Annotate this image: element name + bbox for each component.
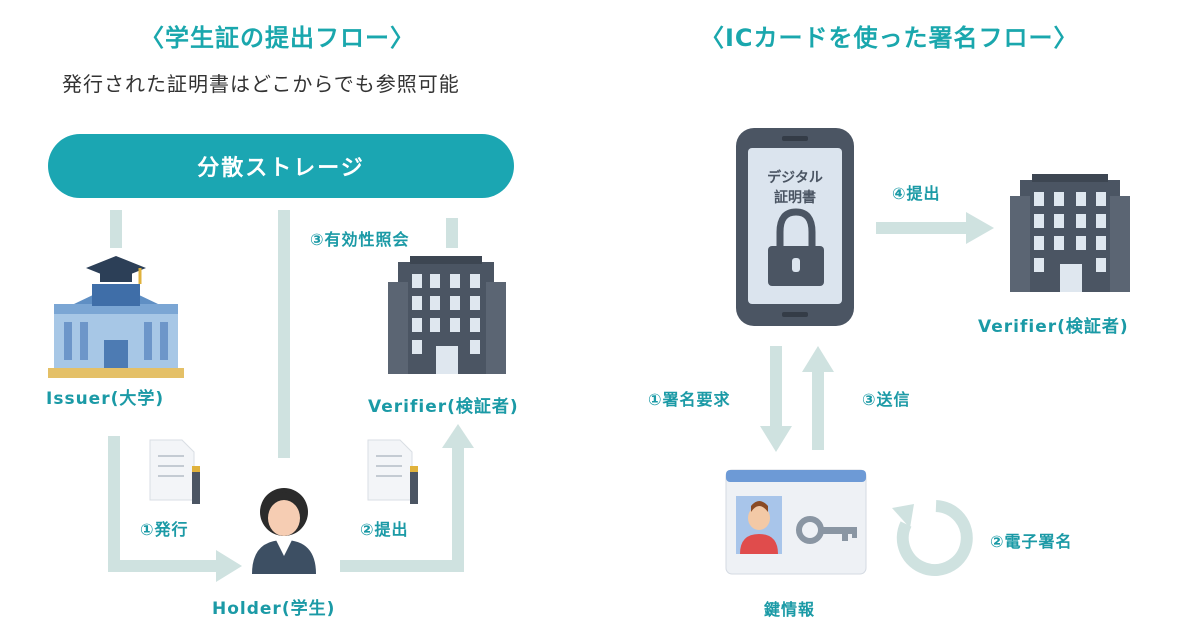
smartphone-icon	[736, 128, 854, 326]
university-building-icon	[48, 256, 184, 378]
lock-icon	[768, 208, 824, 286]
right-title: 〈ICカードを使った署名フロー〉	[700, 24, 1079, 52]
phone-text-line2: 証明書	[774, 190, 816, 206]
step-submit-label: ②提出	[360, 520, 409, 539]
issue-arrow	[108, 436, 242, 582]
distributed-storage-bar: 分散ストレージ	[48, 134, 514, 198]
submit-arrow-right	[876, 212, 994, 244]
certificate-document-icon	[149, 439, 200, 504]
submit-arrow	[340, 424, 474, 572]
step-e-sign-label: ②電子署名	[990, 532, 1073, 551]
left-subtitle: 発行された証明書はどこからでも参照可能	[62, 72, 460, 96]
verifier-label-right: Verifier(検証者)	[978, 317, 1129, 337]
send-arrow	[802, 346, 834, 450]
office-building-icon	[1010, 174, 1130, 292]
step-verify-label: ③有効性照会	[310, 230, 410, 249]
holder-label: Holder(学生)	[212, 599, 336, 619]
key-icon	[796, 516, 857, 544]
student-avatar-icon	[252, 488, 316, 574]
office-building-icon	[388, 256, 506, 374]
issuer-label: Issuer(大学)	[46, 389, 165, 409]
storage-connectors	[110, 210, 458, 458]
phone-screen-text: デジタル 証明書	[748, 168, 842, 208]
circular-arrow-icon	[892, 500, 973, 576]
ic-card-icon	[725, 469, 867, 575]
step-issue-label: ①発行	[140, 520, 189, 539]
step-send-label: ③送信	[862, 390, 911, 409]
sign-request-arrow	[760, 346, 792, 452]
left-title: 〈学生証の提出フロー〉	[140, 24, 415, 52]
verifier-label-left: Verifier(検証者)	[368, 397, 519, 417]
step-sign-request-label: ①署名要求	[648, 390, 731, 409]
phone-text-line1: デジタル	[767, 170, 823, 186]
key-info-label: 鍵情報	[764, 600, 816, 619]
certificate-document-icon	[367, 439, 418, 504]
step-submit-right-label: ④提出	[892, 184, 941, 203]
